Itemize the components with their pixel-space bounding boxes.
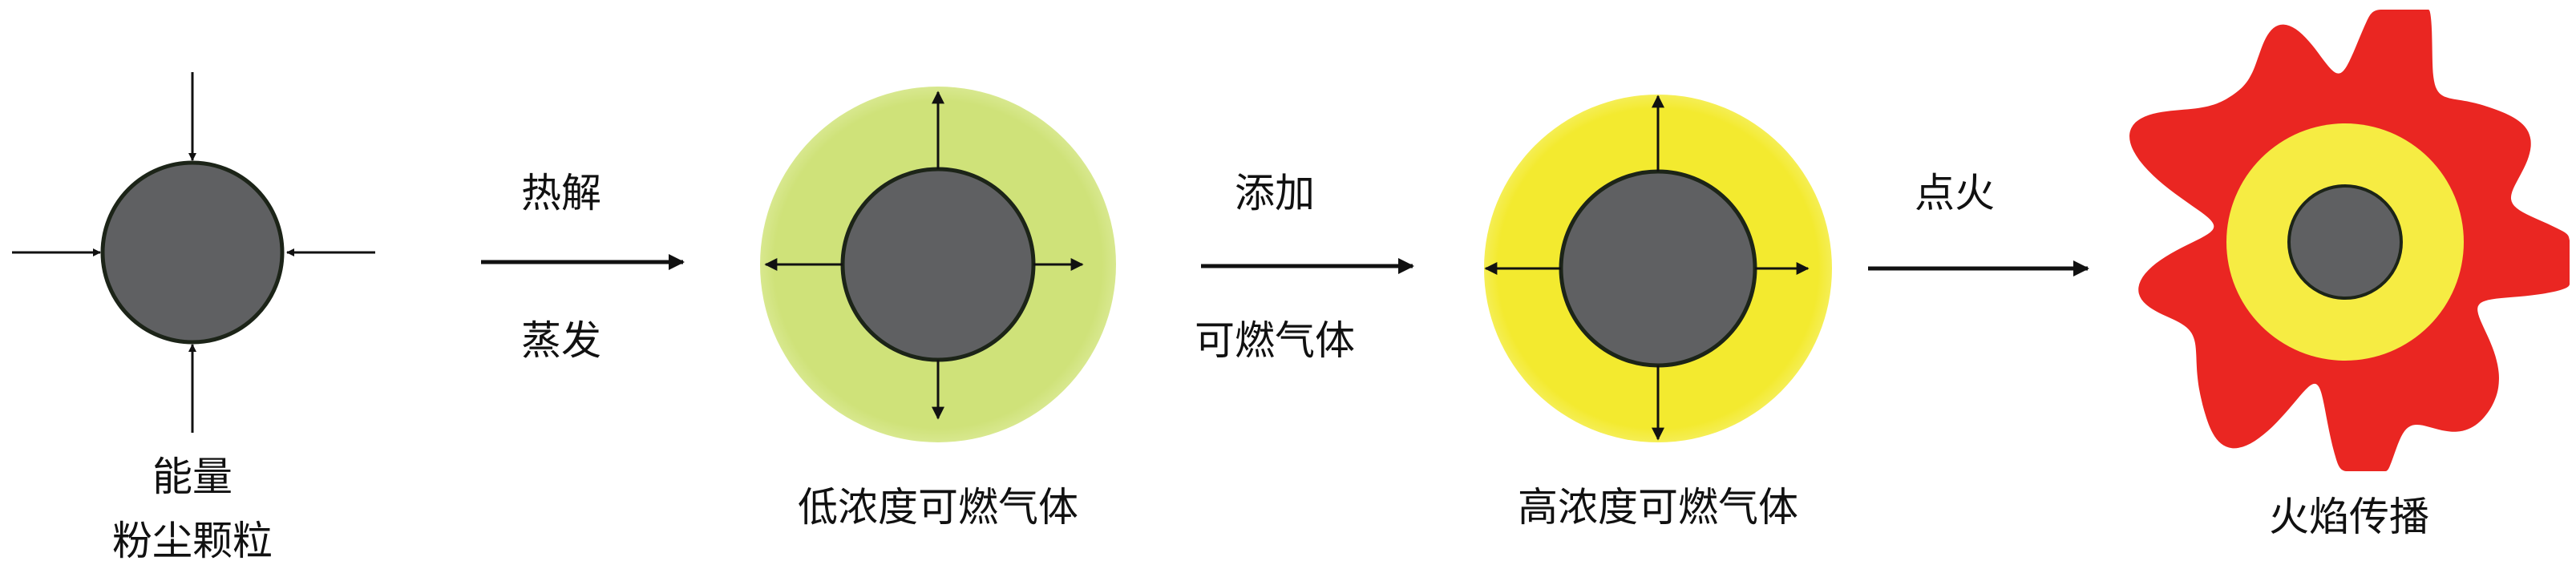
stage-low-concentration: 低浓度可燃气体 — [760, 87, 1116, 531]
evaporation-label: 蒸发 — [521, 317, 601, 364]
dust-particle-label: 粉尘颗粒 — [112, 518, 273, 564]
dust-particle — [2287, 184, 2403, 300]
dust-particle — [1559, 169, 1757, 368]
combustible-gas-label: 可燃气体 — [1195, 317, 1355, 364]
ignition-label: 点火 — [1915, 170, 1995, 216]
dust-particle — [100, 160, 285, 345]
stage-particle: 能量 粉尘颗粒 — [12, 72, 375, 564]
stage-high-concentration: 高浓度可燃气体 — [1484, 95, 1832, 531]
dust-particle — [840, 167, 1036, 362]
low-concentration-label: 低浓度可燃气体 — [798, 484, 1078, 531]
add-label: 添加 — [1235, 170, 1315, 216]
high-concentration-label: 高浓度可燃气体 — [1518, 484, 1798, 531]
pyrolysis-label: 热解 — [521, 170, 601, 216]
transition-ignition: 点火 — [1868, 170, 2089, 276]
flame-propagation-label: 火焰传播 — [2269, 494, 2429, 540]
energy-label: 能量 — [152, 454, 233, 500]
transition-pyrolysis: 热解 蒸发 — [481, 170, 685, 364]
transition-add-gas: 添加 可燃气体 — [1195, 170, 1414, 364]
stage-flame: 火焰传播 — [2129, 10, 2570, 540]
